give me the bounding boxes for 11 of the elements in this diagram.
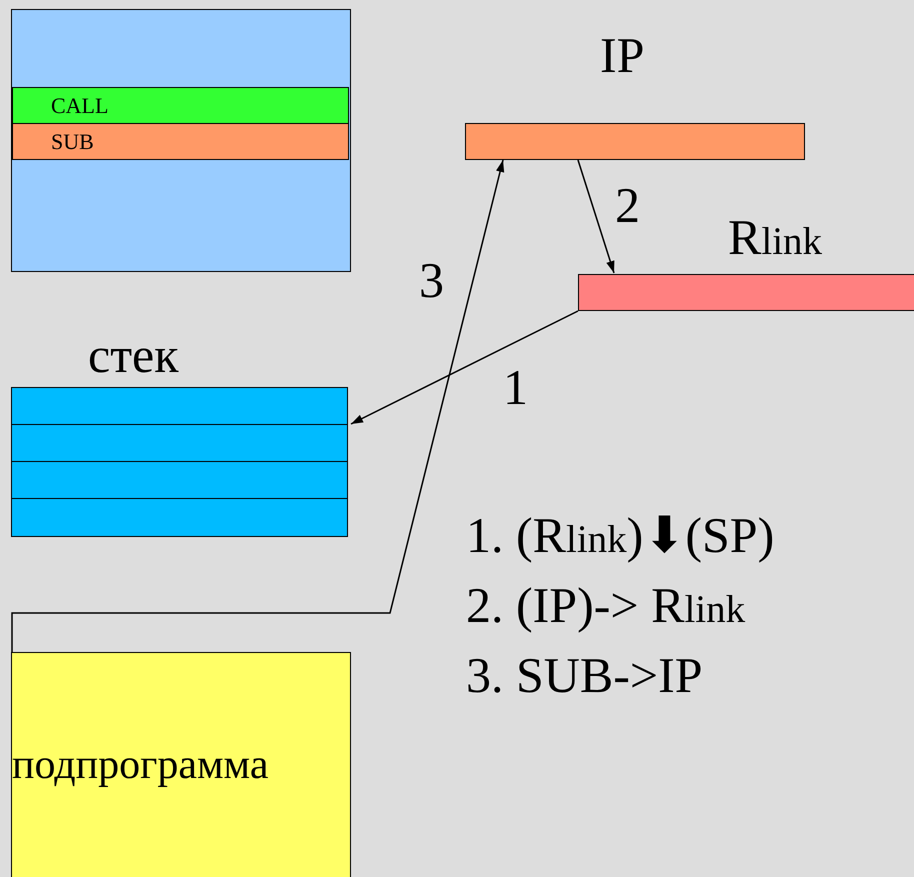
- memory-block: [11, 9, 351, 272]
- stack-cell: [11, 498, 348, 537]
- instruction-row: SUB: [12, 123, 349, 160]
- instruction-row: CALL: [12, 87, 349, 124]
- stack-cell: [11, 387, 348, 425]
- stack-cell: [11, 461, 348, 499]
- stack-label: стек: [88, 330, 179, 380]
- step-text: 3. SUB->IP: [466, 650, 703, 700]
- register-label: IP: [600, 30, 644, 80]
- subroutine-box: подпрограмма: [11, 652, 351, 877]
- stack-cell: [11, 424, 348, 462]
